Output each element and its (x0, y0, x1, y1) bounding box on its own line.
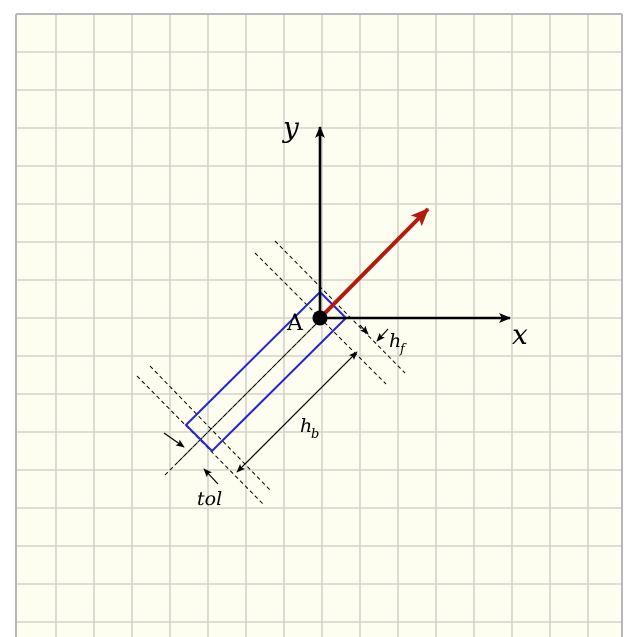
hb-dimension-line (236, 351, 358, 473)
y-axis-label: y (281, 111, 300, 144)
hf-label: h f (389, 330, 407, 357)
hb-label-sub: b (311, 427, 319, 442)
tol-arrow-right (203, 468, 219, 485)
grid-background (16, 14, 622, 637)
dashed-guide-back-1 (136, 375, 265, 506)
dashed-guide-front-2 (274, 240, 406, 374)
dashed-guide-long-2 (177, 304, 336, 463)
hf-arrow-left (359, 324, 369, 335)
hb-label-base: h (300, 415, 312, 437)
blue-rectangle (184, 290, 348, 453)
hb-label: h b (300, 415, 319, 442)
direction-arrow (318, 207, 430, 320)
tol-label: tol (197, 488, 222, 510)
hf-arrow-right (376, 328, 389, 342)
dashed-guides (136, 240, 406, 506)
hf-label-sub: f (399, 342, 407, 357)
tol-arrow-left (163, 432, 185, 448)
dashed-guide-long-1 (164, 317, 323, 476)
origin-label: A (286, 311, 304, 336)
origin-point (312, 310, 328, 326)
dashed-guide-back-2 (149, 365, 272, 492)
x-axis-label: x (512, 318, 528, 351)
hf-label-base: h (389, 330, 401, 352)
